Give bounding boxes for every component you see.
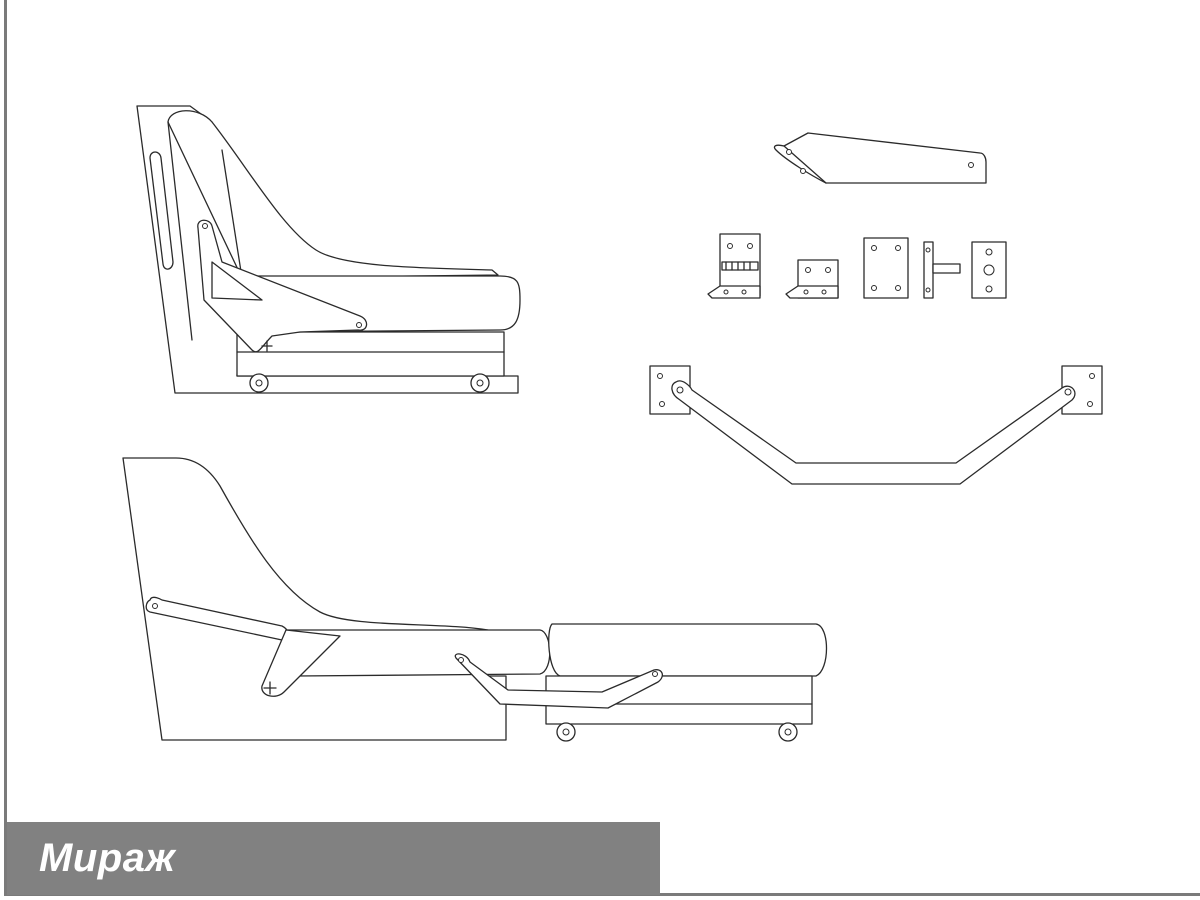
bed-pivot-mark bbox=[263, 681, 277, 695]
bed-lower-lever bbox=[454, 653, 663, 709]
product-title: Мираж bbox=[39, 836, 176, 880]
chair-back-fold-line bbox=[221, 149, 243, 279]
chair-side-view bbox=[136, 105, 521, 394]
support-bar-rod bbox=[671, 380, 1076, 485]
title-banner: Мираж bbox=[7, 822, 660, 895]
angle-bracket bbox=[785, 259, 839, 299]
chair-lever-arm bbox=[197, 219, 368, 353]
bed-triangle-bracket bbox=[261, 629, 341, 697]
round-hole-plate bbox=[971, 241, 1007, 299]
support-bar bbox=[649, 365, 1103, 485]
mounting-plate-outline bbox=[773, 132, 987, 184]
flat-plate bbox=[863, 237, 909, 299]
frame-left-border bbox=[4, 0, 7, 896]
bed-side-panel bbox=[122, 457, 507, 741]
chair-unfolded-bed-view bbox=[122, 457, 828, 742]
chair-pivot-mark bbox=[261, 340, 273, 352]
bed-front-cushion bbox=[548, 623, 828, 677]
chair-side-slot bbox=[149, 151, 174, 270]
chair-back-inner-edge bbox=[167, 121, 193, 341]
pin-bracket bbox=[923, 241, 961, 299]
hinge-bracket bbox=[707, 233, 761, 299]
chair-base bbox=[236, 331, 505, 377]
chair-lever-cutout bbox=[211, 261, 263, 301]
mounting-plate bbox=[773, 132, 987, 184]
chair-backrest bbox=[167, 110, 499, 279]
